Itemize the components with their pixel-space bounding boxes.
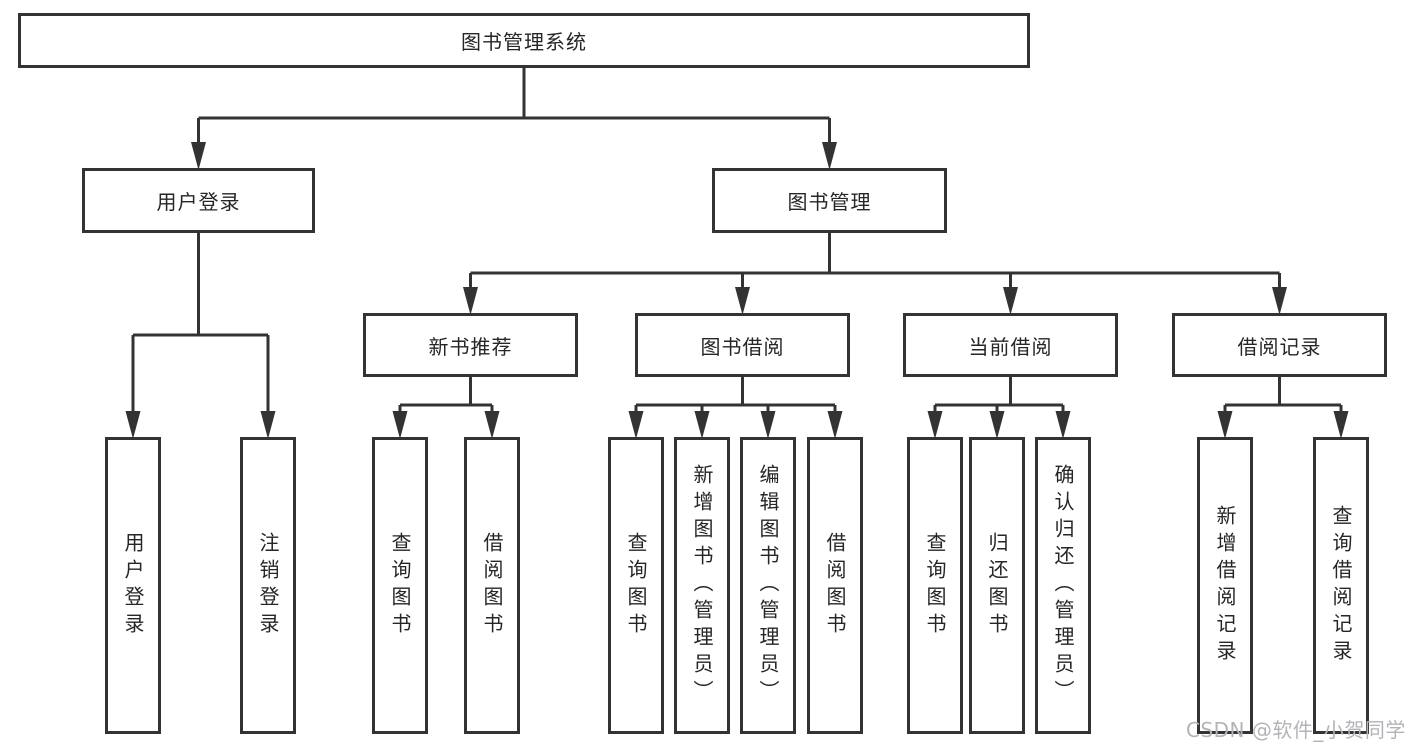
arrowhead	[989, 411, 1005, 439]
leaf-current-confirm-return-admin-label: 确认归还（管理员）	[1051, 464, 1075, 707]
leaf-logout-label: 注销登录	[256, 531, 280, 640]
leaf-borrowing-add-book-admin: 新增图书（管理员）	[674, 437, 730, 734]
arrowhead	[463, 287, 478, 315]
connector-root-to-level2	[197, 68, 831, 144]
leaf-borrowing-edit-book-admin: 编辑图书（管理员）	[740, 437, 796, 734]
arrowhead	[191, 142, 206, 170]
node-new-book-recommend-label: 新书推荐	[428, 334, 513, 359]
connector-borrowing-to-leaves	[634, 377, 837, 413]
leaf-user-login: 用户登录	[105, 437, 161, 734]
connector-userlogin-to-leaves	[131, 233, 270, 413]
leaf-records-query-record-label: 查询借阅记录	[1329, 504, 1353, 667]
arrowhead	[1272, 287, 1287, 315]
leaf-logout: 注销登录	[240, 437, 296, 734]
node-current-borrowing-label: 当前借阅	[968, 334, 1053, 359]
arrowhead	[822, 142, 837, 170]
leaf-current-query-book-label: 查询图书	[923, 531, 947, 640]
node-library-system-label: 图书管理系统	[461, 30, 587, 54]
leaf-borrowing-query-book: 查询图书	[608, 437, 664, 734]
connector-records-to-leaves	[1223, 377, 1343, 413]
arrowhead	[1003, 287, 1018, 315]
node-new-book-recommend: 新书推荐	[363, 313, 578, 377]
node-borrowing-records: 借阅记录	[1172, 313, 1387, 377]
node-borrowing-records-label: 借阅记录	[1237, 334, 1322, 359]
arrowhead	[628, 411, 644, 439]
node-user-login: 用户登录	[82, 168, 315, 233]
arrowhead	[484, 411, 500, 439]
leaf-records-add-record: 新增借阅记录	[1197, 437, 1253, 734]
node-book-management: 图书管理	[712, 168, 947, 233]
leaf-current-query-book: 查询图书	[907, 437, 963, 734]
arrowhead	[1333, 411, 1349, 439]
node-book-management-label: 图书管理	[787, 190, 872, 214]
leaf-records-add-record-label: 新增借阅记录	[1213, 504, 1237, 667]
leaf-recommend-query-book-label: 查询图书	[388, 531, 412, 640]
arrowhead	[827, 411, 843, 439]
arrowhead	[694, 411, 710, 439]
node-current-borrowing: 当前借阅	[903, 313, 1118, 377]
leaf-borrowing-query-book-label: 查询图书	[624, 531, 648, 640]
connector-current-to-leaves	[933, 377, 1065, 413]
arrowhead	[392, 411, 408, 439]
node-book-borrowing-label: 图书借阅	[700, 334, 785, 359]
leaf-borrowing-borrow-book-label: 借阅图书	[823, 531, 847, 640]
leaf-borrowing-add-book-admin-label: 新增图书（管理员）	[690, 464, 714, 707]
arrowhead	[927, 411, 943, 439]
leaf-recommend-borrow-book-label: 借阅图书	[480, 531, 504, 640]
leaf-recommend-borrow-book: 借阅图书	[464, 437, 520, 734]
leaf-current-return-book-label: 归还图书	[985, 531, 1009, 640]
leaf-records-query-record: 查询借阅记录	[1313, 437, 1369, 734]
arrowhead	[760, 411, 776, 439]
leaf-recommend-query-book: 查询图书	[372, 437, 428, 734]
connector-recommend-to-leaves	[398, 377, 494, 413]
arrowhead	[260, 411, 276, 439]
leaf-borrowing-borrow-book: 借阅图书	[807, 437, 863, 734]
leaf-current-confirm-return-admin: 确认归还（管理员）	[1035, 437, 1091, 734]
connector-bookmgmt-to-level3	[469, 233, 1281, 289]
arrowhead	[1055, 411, 1071, 439]
arrowhead	[1217, 411, 1233, 439]
leaf-user-login-label: 用户登录	[121, 531, 145, 640]
arrowhead	[735, 287, 750, 315]
leaf-current-return-book: 归还图书	[969, 437, 1025, 734]
node-book-borrowing: 图书借阅	[635, 313, 850, 377]
node-user-login-label: 用户登录	[156, 190, 241, 214]
arrowhead	[125, 411, 141, 439]
node-library-system: 图书管理系统	[18, 13, 1030, 68]
leaf-borrowing-edit-book-admin-label: 编辑图书（管理员）	[756, 464, 780, 707]
